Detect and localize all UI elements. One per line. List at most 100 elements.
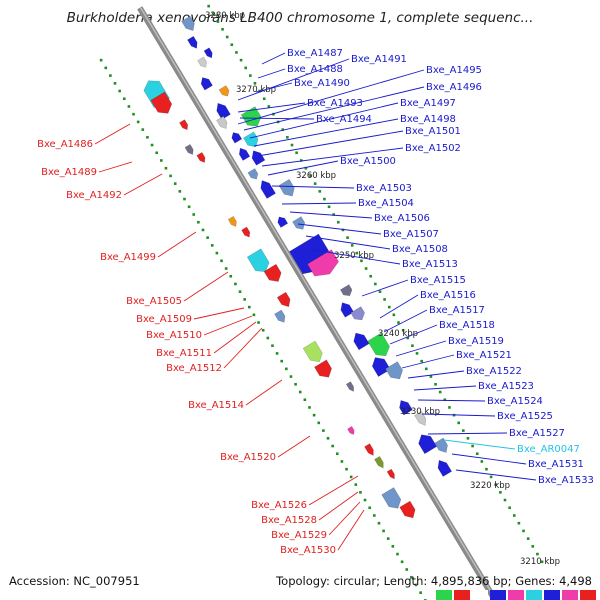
gene-label-bxe_a1487: Bxe_A1487 [287,48,343,59]
label-leader [389,324,438,345]
tick-dot [373,514,376,517]
tick-dot [494,483,498,486]
tick-dot [346,236,349,239]
gene-arrow [314,359,332,378]
tick-dot [355,251,359,255]
gene-feature [238,147,251,161]
tick-dot [406,336,410,340]
tick-dot [397,321,400,324]
gene-feature [340,284,353,297]
gene-feature [345,381,354,392]
tick-dot [345,467,348,471]
tick-dot [210,244,214,247]
tick-dot [313,182,317,185]
gene-label-bxe_a1492: Bxe_A1492 [66,190,122,201]
gene-arrow [347,426,355,435]
tick-dot [420,359,423,363]
strip-swatch [436,590,452,600]
tick-dot [299,159,303,162]
tick-dot [405,568,409,571]
gene-label-bxe_ar0047: Bxe_AR0047 [517,444,580,455]
gene-arrow [374,455,384,469]
label-leader [421,413,496,417]
label-leader [123,173,163,196]
tick-dot [173,182,177,185]
tick-dot [239,58,243,62]
gene-arrow [203,47,213,59]
label-leader [257,68,286,79]
label-leader [267,160,339,176]
tick-dot [508,506,511,510]
color-strip [436,590,596,600]
gene-feature [353,332,370,351]
tick-dot [434,382,437,386]
tick-dot [303,398,307,402]
gene-feature [179,119,188,131]
tick-dot [206,236,209,239]
gene-label-bxe_a1486: Bxe_A1486 [37,139,93,150]
gene-feature [350,306,365,321]
tick-dot [275,352,279,355]
gene-arrow [418,434,438,455]
tick-dot [285,367,288,371]
label-leader [318,491,359,521]
gene-arrow [247,168,259,180]
gene-label-bxe_a1520: Bxe_A1520 [220,452,276,463]
gene-arrow [386,468,395,480]
gene-label-bxe_a1529: Bxe_A1529 [271,530,327,541]
gene-arrow [350,306,365,321]
tick-dot [150,143,154,147]
tick-dot [517,521,521,525]
gene-label-bxe_a1500: Bxe_A1500 [340,156,396,167]
tick-dot [308,406,311,409]
tick-dot [391,545,395,548]
tick-dot [266,336,270,340]
gene-label-bxe_a1488: Bxe_A1488 [287,64,343,75]
chromosome-backbone-highlight [140,7,497,600]
gene-feature [274,309,286,323]
tick-dot [392,313,396,317]
gene-feature [197,56,207,68]
label-leader [289,211,373,219]
gene-arrow [302,340,323,363]
gene-arrow [263,263,282,282]
gene-feature [196,152,206,163]
tick-dot [317,421,321,425]
tick-dot [234,282,237,286]
tick-dot [341,228,345,232]
gene-feature [203,47,213,59]
tick-dot [178,190,182,193]
label-leader [223,327,263,369]
tick-dot [466,437,470,440]
tick-dot [252,313,256,317]
gene-label-bxe_a1513: Bxe_A1513 [402,259,458,270]
scale-tick-label: 3260 kbp [296,171,336,181]
tick-dot [160,159,163,162]
gene-feature [371,357,391,377]
tick-dot [289,375,293,378]
strip-swatch [490,590,506,600]
tick-dot [127,105,131,108]
gene-label-bxe_a1526: Bxe_A1526 [251,500,307,511]
label-leader [237,69,425,125]
strip-swatch [562,590,578,600]
gene-feature [181,15,195,31]
tick-dot [192,213,196,216]
tick-dot [386,537,390,540]
gene-label-bxe_a1499: Bxe_A1499 [100,252,156,263]
tick-dot [411,344,414,348]
tick-dot [340,460,344,463]
gene-label-bxe_a1512: Bxe_A1512 [166,363,222,374]
gene-feature [381,487,402,509]
tick-dot [350,244,354,247]
tick-dot [155,151,158,155]
gene-feature [218,85,230,97]
tick-dot [360,259,363,263]
tick-dot [383,298,386,301]
tick-dot [471,444,474,448]
tick-dot [327,205,331,209]
gene-arrow [179,119,188,131]
chromosome-backbone [137,6,499,600]
gene-arrow [399,500,416,519]
